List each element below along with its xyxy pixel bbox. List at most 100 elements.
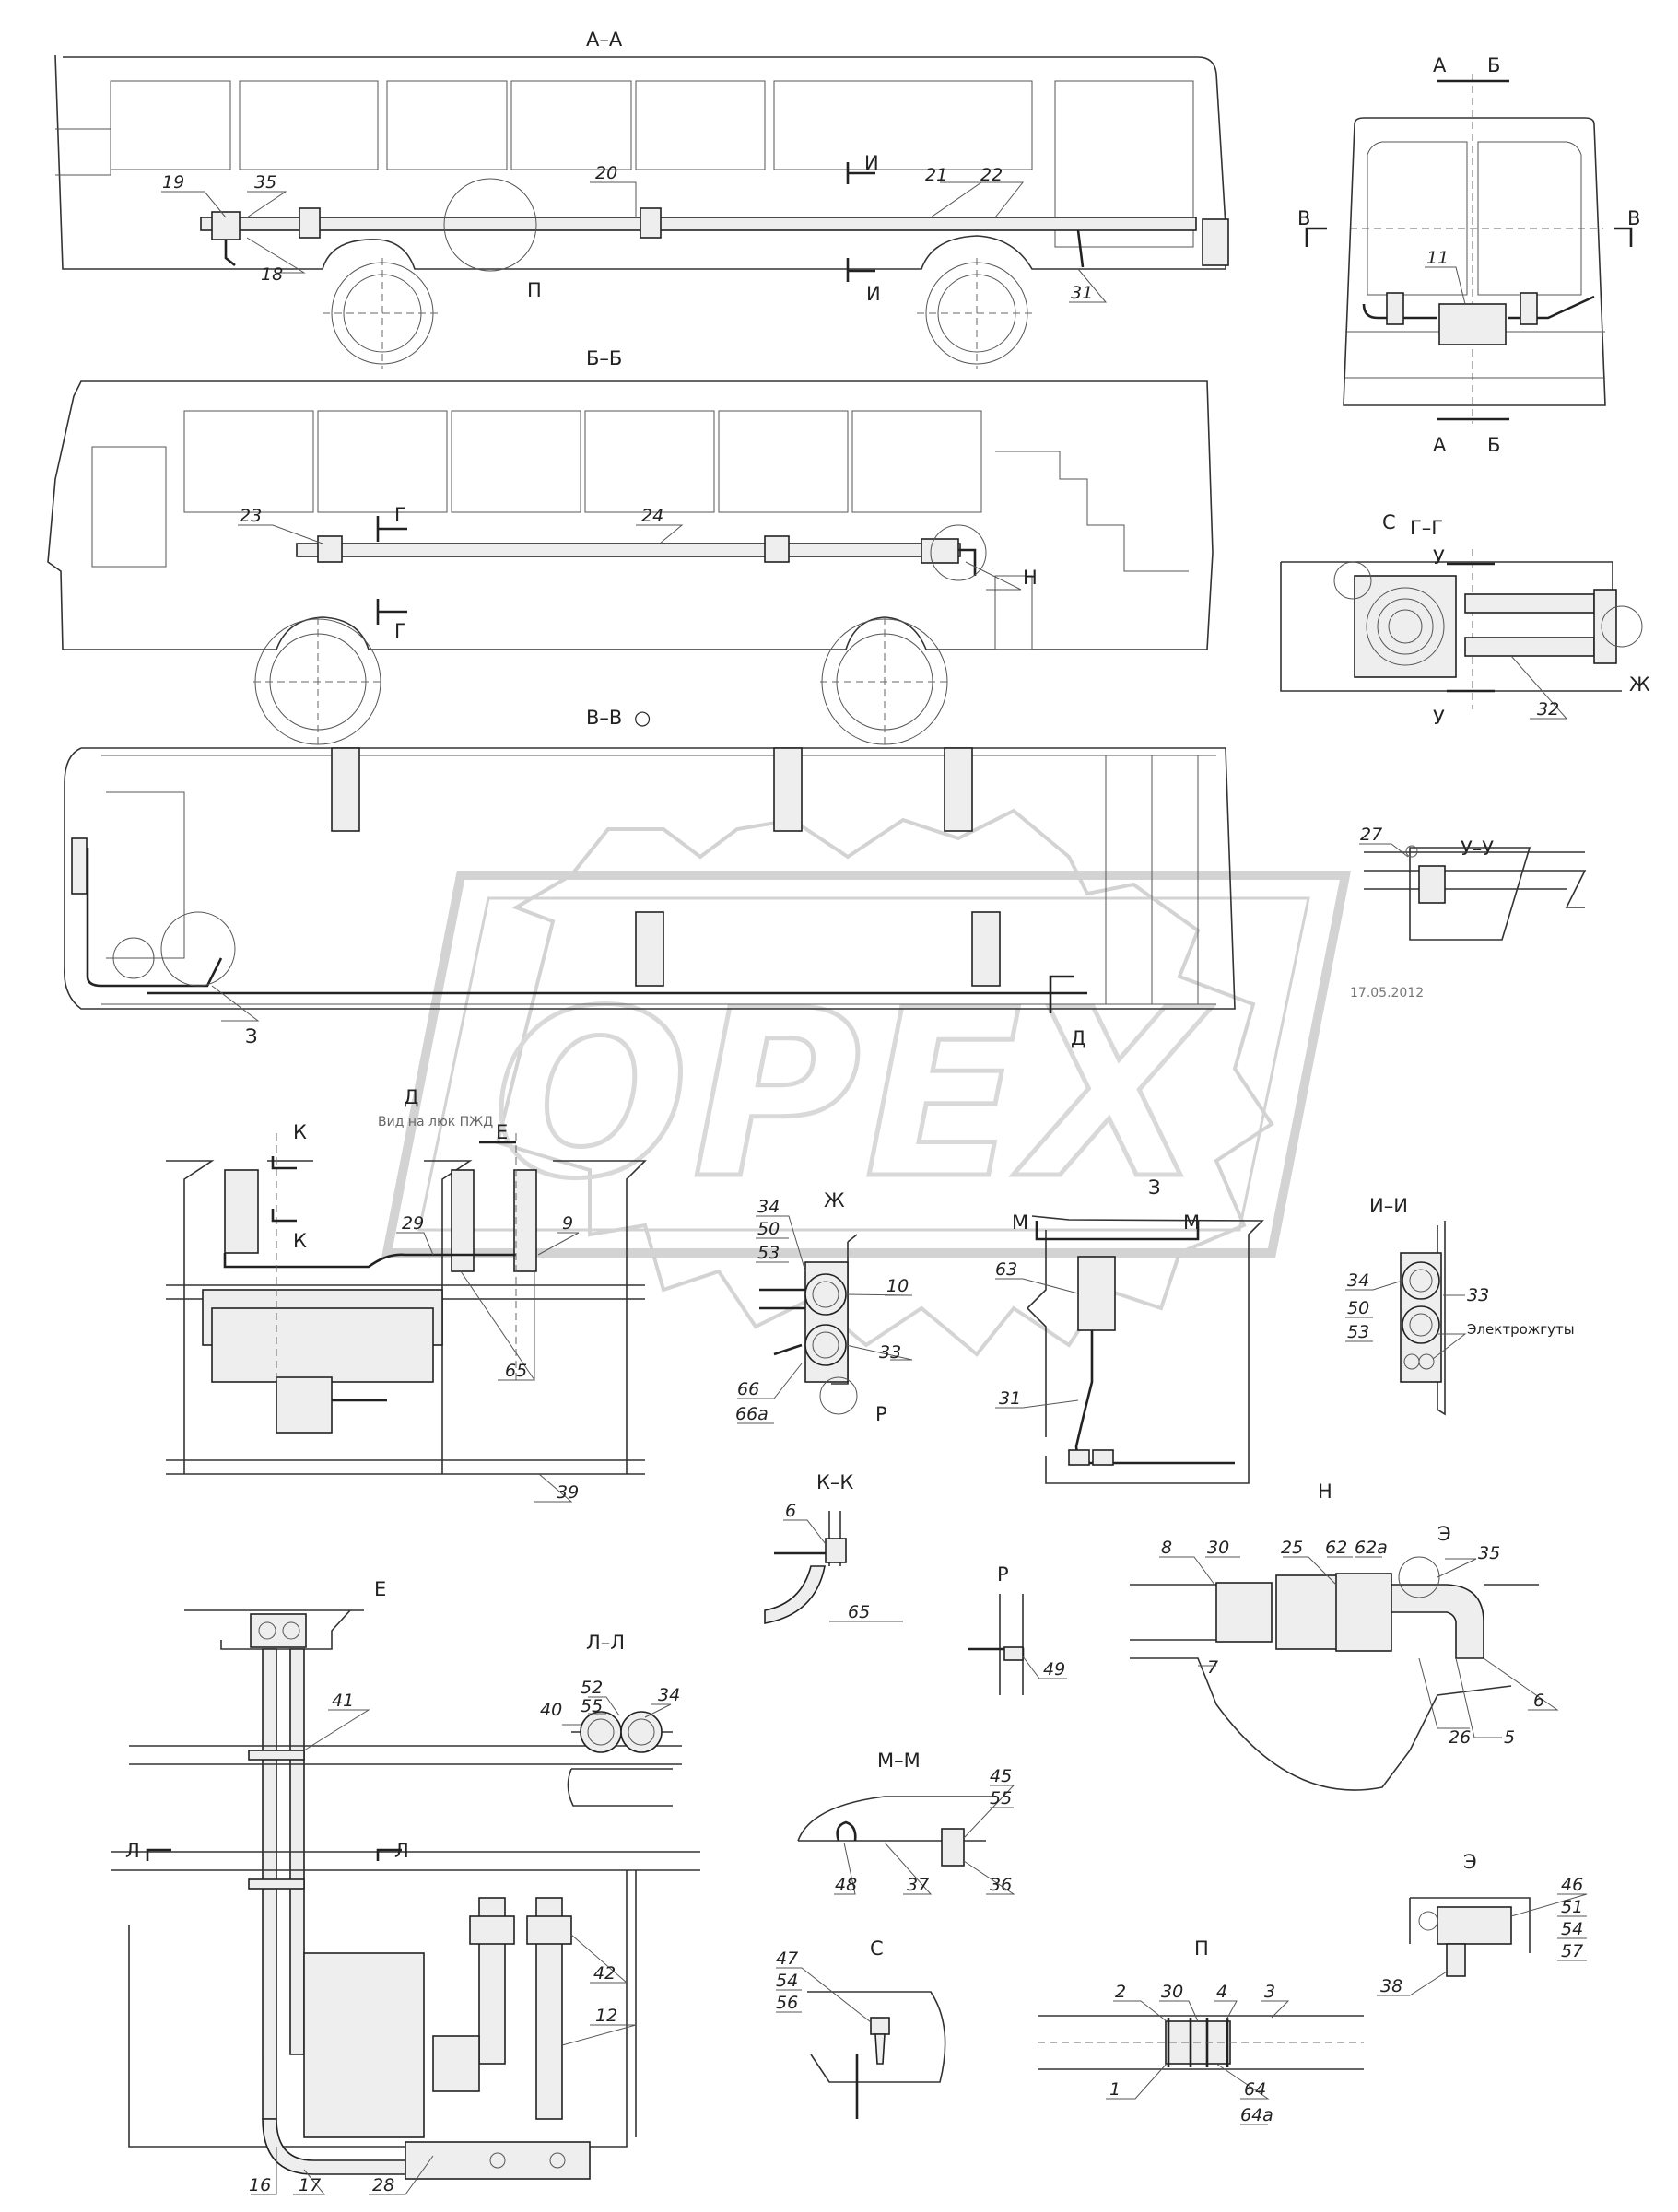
- callout-35: 35: [254, 172, 276, 193]
- cut-mark-g-bottom: Г: [394, 620, 406, 642]
- callout-65: 65: [505, 1361, 527, 1381]
- detail-mark-z: З: [245, 1025, 257, 1047]
- view-z-title: З: [1148, 1176, 1160, 1199]
- callout-33: 33: [879, 1342, 901, 1363]
- cut-mark-d: Д: [1071, 1027, 1085, 1049]
- callout-25: 25: [1281, 1538, 1303, 1558]
- note-date: 17.05.2012: [1350, 986, 1424, 1001]
- callouts-aa: 19 35 18 20 21 22 31: [161, 163, 1108, 303]
- view-ii: И–И 34 50 53 33 Электрожгуты: [1345, 1195, 1575, 1416]
- callout-52: 52: [581, 1678, 603, 1698]
- callouts-zh: 34 50 53 10 33 66 66а: [735, 1197, 913, 1424]
- callout-46: 46: [1561, 1875, 1583, 1895]
- opex-watermark: OPEX: [381, 808, 1352, 1357]
- cut-mark-i-top: И: [864, 152, 879, 174]
- view-ll-title: Л–Л: [586, 1632, 625, 1654]
- callout-5: 5: [1504, 1727, 1515, 1748]
- callout-49: 49: [1043, 1659, 1065, 1679]
- view-vv-title: В–В: [586, 707, 622, 729]
- callout-62a: 62а: [1355, 1538, 1388, 1558]
- callout-56: 56: [776, 1993, 798, 2013]
- detail-mark-zh: Ж: [1629, 673, 1650, 696]
- view-n-title: Н: [1318, 1481, 1332, 1503]
- callout-38: 38: [1380, 1976, 1402, 1996]
- callout-8: 8: [1161, 1538, 1172, 1558]
- callout-1: 1: [1109, 2079, 1121, 2100]
- callout-47: 47: [776, 1949, 798, 1969]
- detail-mark-r: Р: [875, 1403, 887, 1425]
- cut-mark-b-top: Б: [1487, 54, 1500, 76]
- callout-32: 32: [1537, 699, 1559, 720]
- note-electro: Электрожгуты: [1467, 1321, 1575, 1338]
- callout-30-n: 30: [1207, 1538, 1229, 1558]
- cut-mark-a-top: А: [1433, 54, 1447, 76]
- callout-11: 11: [1426, 248, 1449, 268]
- view-aa-title: А–А: [586, 29, 623, 51]
- view-zh-title: Ж: [824, 1189, 845, 1211]
- pipe-bend-kk: [764, 1565, 826, 1624]
- callout-63: 63: [995, 1259, 1017, 1280]
- view-d: Д Вид на люк ПЖД К К Е 29 9 65 39: [166, 1086, 647, 1503]
- callouts-bb: 23 24 Н: [238, 506, 1038, 591]
- view-e-title: Е: [374, 1578, 386, 1600]
- callout-62: 62: [1325, 1538, 1347, 1558]
- detail-mark-p: П: [527, 279, 542, 301]
- callout-45: 45: [990, 1766, 1012, 1786]
- callouts-mm: 45 55 48 37 36: [834, 1766, 1015, 1895]
- callouts-n: 8 30 25 62 62а 35 Э 7 26 5 6: [1159, 1523, 1559, 1748]
- callout-31-z: 31: [999, 1388, 1021, 1409]
- view-front: А Б А Б В В 11: [1297, 54, 1640, 456]
- callouts-e: 41 42 12 16 17 28: [249, 1691, 637, 2195]
- view-ii-title: И–И: [1369, 1195, 1408, 1217]
- callout-65-kk: 65: [848, 1602, 870, 1622]
- callout-35-n: 35: [1478, 1543, 1500, 1563]
- note-d: Вид на люк ПЖД: [378, 1115, 493, 1129]
- callout-33-ii: 33: [1467, 1285, 1489, 1305]
- callout-10: 10: [886, 1276, 909, 1296]
- callout-40: 40: [540, 1700, 562, 1720]
- callout-21: 21: [925, 165, 947, 185]
- cut-mark-l-left: Л: [125, 1840, 140, 1862]
- callout-39: 39: [557, 1482, 579, 1503]
- view-aa: А–А И И П 19 35 18 20 21: [54, 29, 1229, 369]
- callout-22: 22: [980, 165, 1003, 185]
- callouts-d: 29 9 65 39: [396, 1213, 580, 1503]
- view-z: З М М 63 31: [995, 1176, 1264, 1484]
- view-n: Н 8 30 25 62 62а 35 Э 7 26 5 6: [1130, 1481, 1559, 1791]
- view-e: Е Л Л 41 42 12 16 17 28: [111, 1578, 700, 2195]
- callout-16: 16: [249, 2175, 271, 2195]
- callout-6-kk: 6: [785, 1501, 796, 1521]
- callout-64a: 64а: [1240, 2105, 1273, 2125]
- view-s-title: С: [870, 1937, 884, 1960]
- callout-64: 64: [1244, 2079, 1266, 2100]
- view-kk-title: К–К: [816, 1471, 853, 1493]
- view-p-title: П: [1194, 1937, 1209, 1960]
- view-vv-mark: ○: [634, 707, 651, 729]
- callout-7: 7: [1207, 1657, 1218, 1678]
- callout-17: 17: [299, 2175, 321, 2195]
- callout-2: 2: [1115, 1982, 1126, 2002]
- watermark-text: OPEX: [493, 961, 1212, 1229]
- callouts-e2: 46 51 54 57 38: [1377, 1875, 1588, 1996]
- view-e2: Э 46 51 54 57 38: [1377, 1851, 1588, 1996]
- view-r-title: Р: [997, 1563, 1009, 1586]
- detail-mark-e: Э: [1437, 1523, 1451, 1545]
- callout-37: 37: [907, 1875, 929, 1895]
- callout-23: 23: [240, 506, 262, 526]
- callout-4: 4: [1216, 1982, 1227, 2002]
- callout-42: 42: [593, 1963, 616, 1984]
- callout-41: 41: [332, 1691, 354, 1711]
- cut-mark-e: Е: [496, 1121, 508, 1143]
- callout-26: 26: [1449, 1727, 1471, 1748]
- callouts-s: 47 54 56: [776, 1949, 872, 2023]
- view-vv: В–В ○ Д 17.05.2012 З: [64, 707, 1424, 1049]
- callout-29: 29: [402, 1213, 424, 1234]
- view-uu: У–У 27: [1359, 825, 1587, 941]
- callout-24: 24: [641, 506, 663, 526]
- view-bb-title: Б–Б: [586, 347, 622, 369]
- view-mm-title: М–М: [877, 1750, 921, 1772]
- view-mm: М–М 45 55 48 37 36: [797, 1750, 1015, 1895]
- view-s: С 47 54 56: [776, 1937, 946, 2119]
- view-gg-title: Г–Г: [1410, 517, 1443, 539]
